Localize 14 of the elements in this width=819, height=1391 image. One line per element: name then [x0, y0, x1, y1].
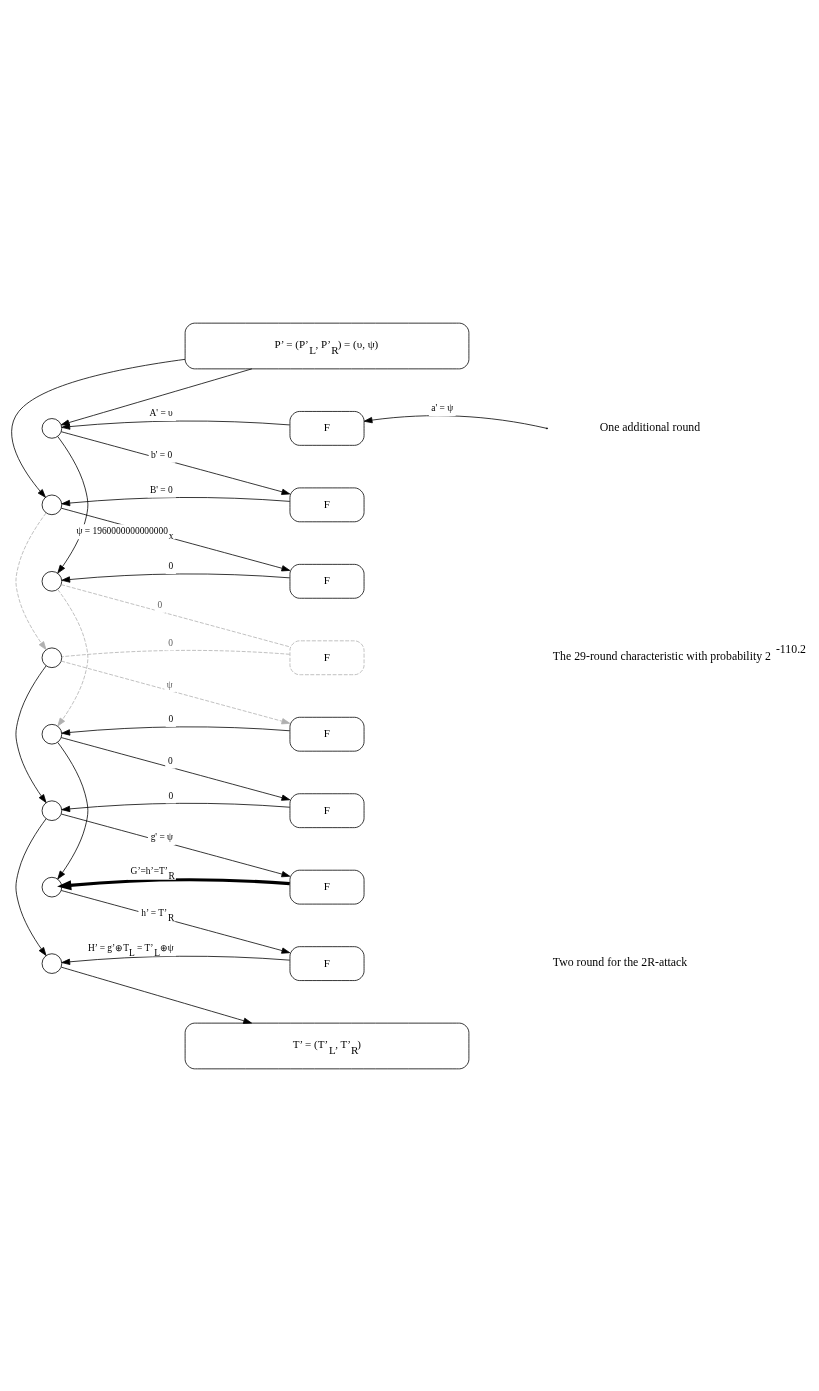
edge-label: b' = 0 [151, 449, 173, 460]
edge-label: 0 [168, 790, 174, 801]
edge-label: B' = 0 [149, 484, 173, 495]
edge-label: 0 [168, 713, 174, 724]
edge-label: 0 [168, 637, 174, 648]
edge-label: 0 [168, 560, 174, 571]
edge-label: ψ [166, 679, 173, 690]
label: One additional round [599, 419, 701, 434]
label: Two round for the 2R-attack [552, 954, 688, 969]
edge-label: a' = ψ [431, 402, 454, 413]
edge-label: 0 [167, 755, 173, 766]
edge-label: A' = υ [149, 407, 173, 418]
edge-label: 0 [157, 599, 163, 610]
edge-label: g' = ψ [150, 831, 173, 842]
